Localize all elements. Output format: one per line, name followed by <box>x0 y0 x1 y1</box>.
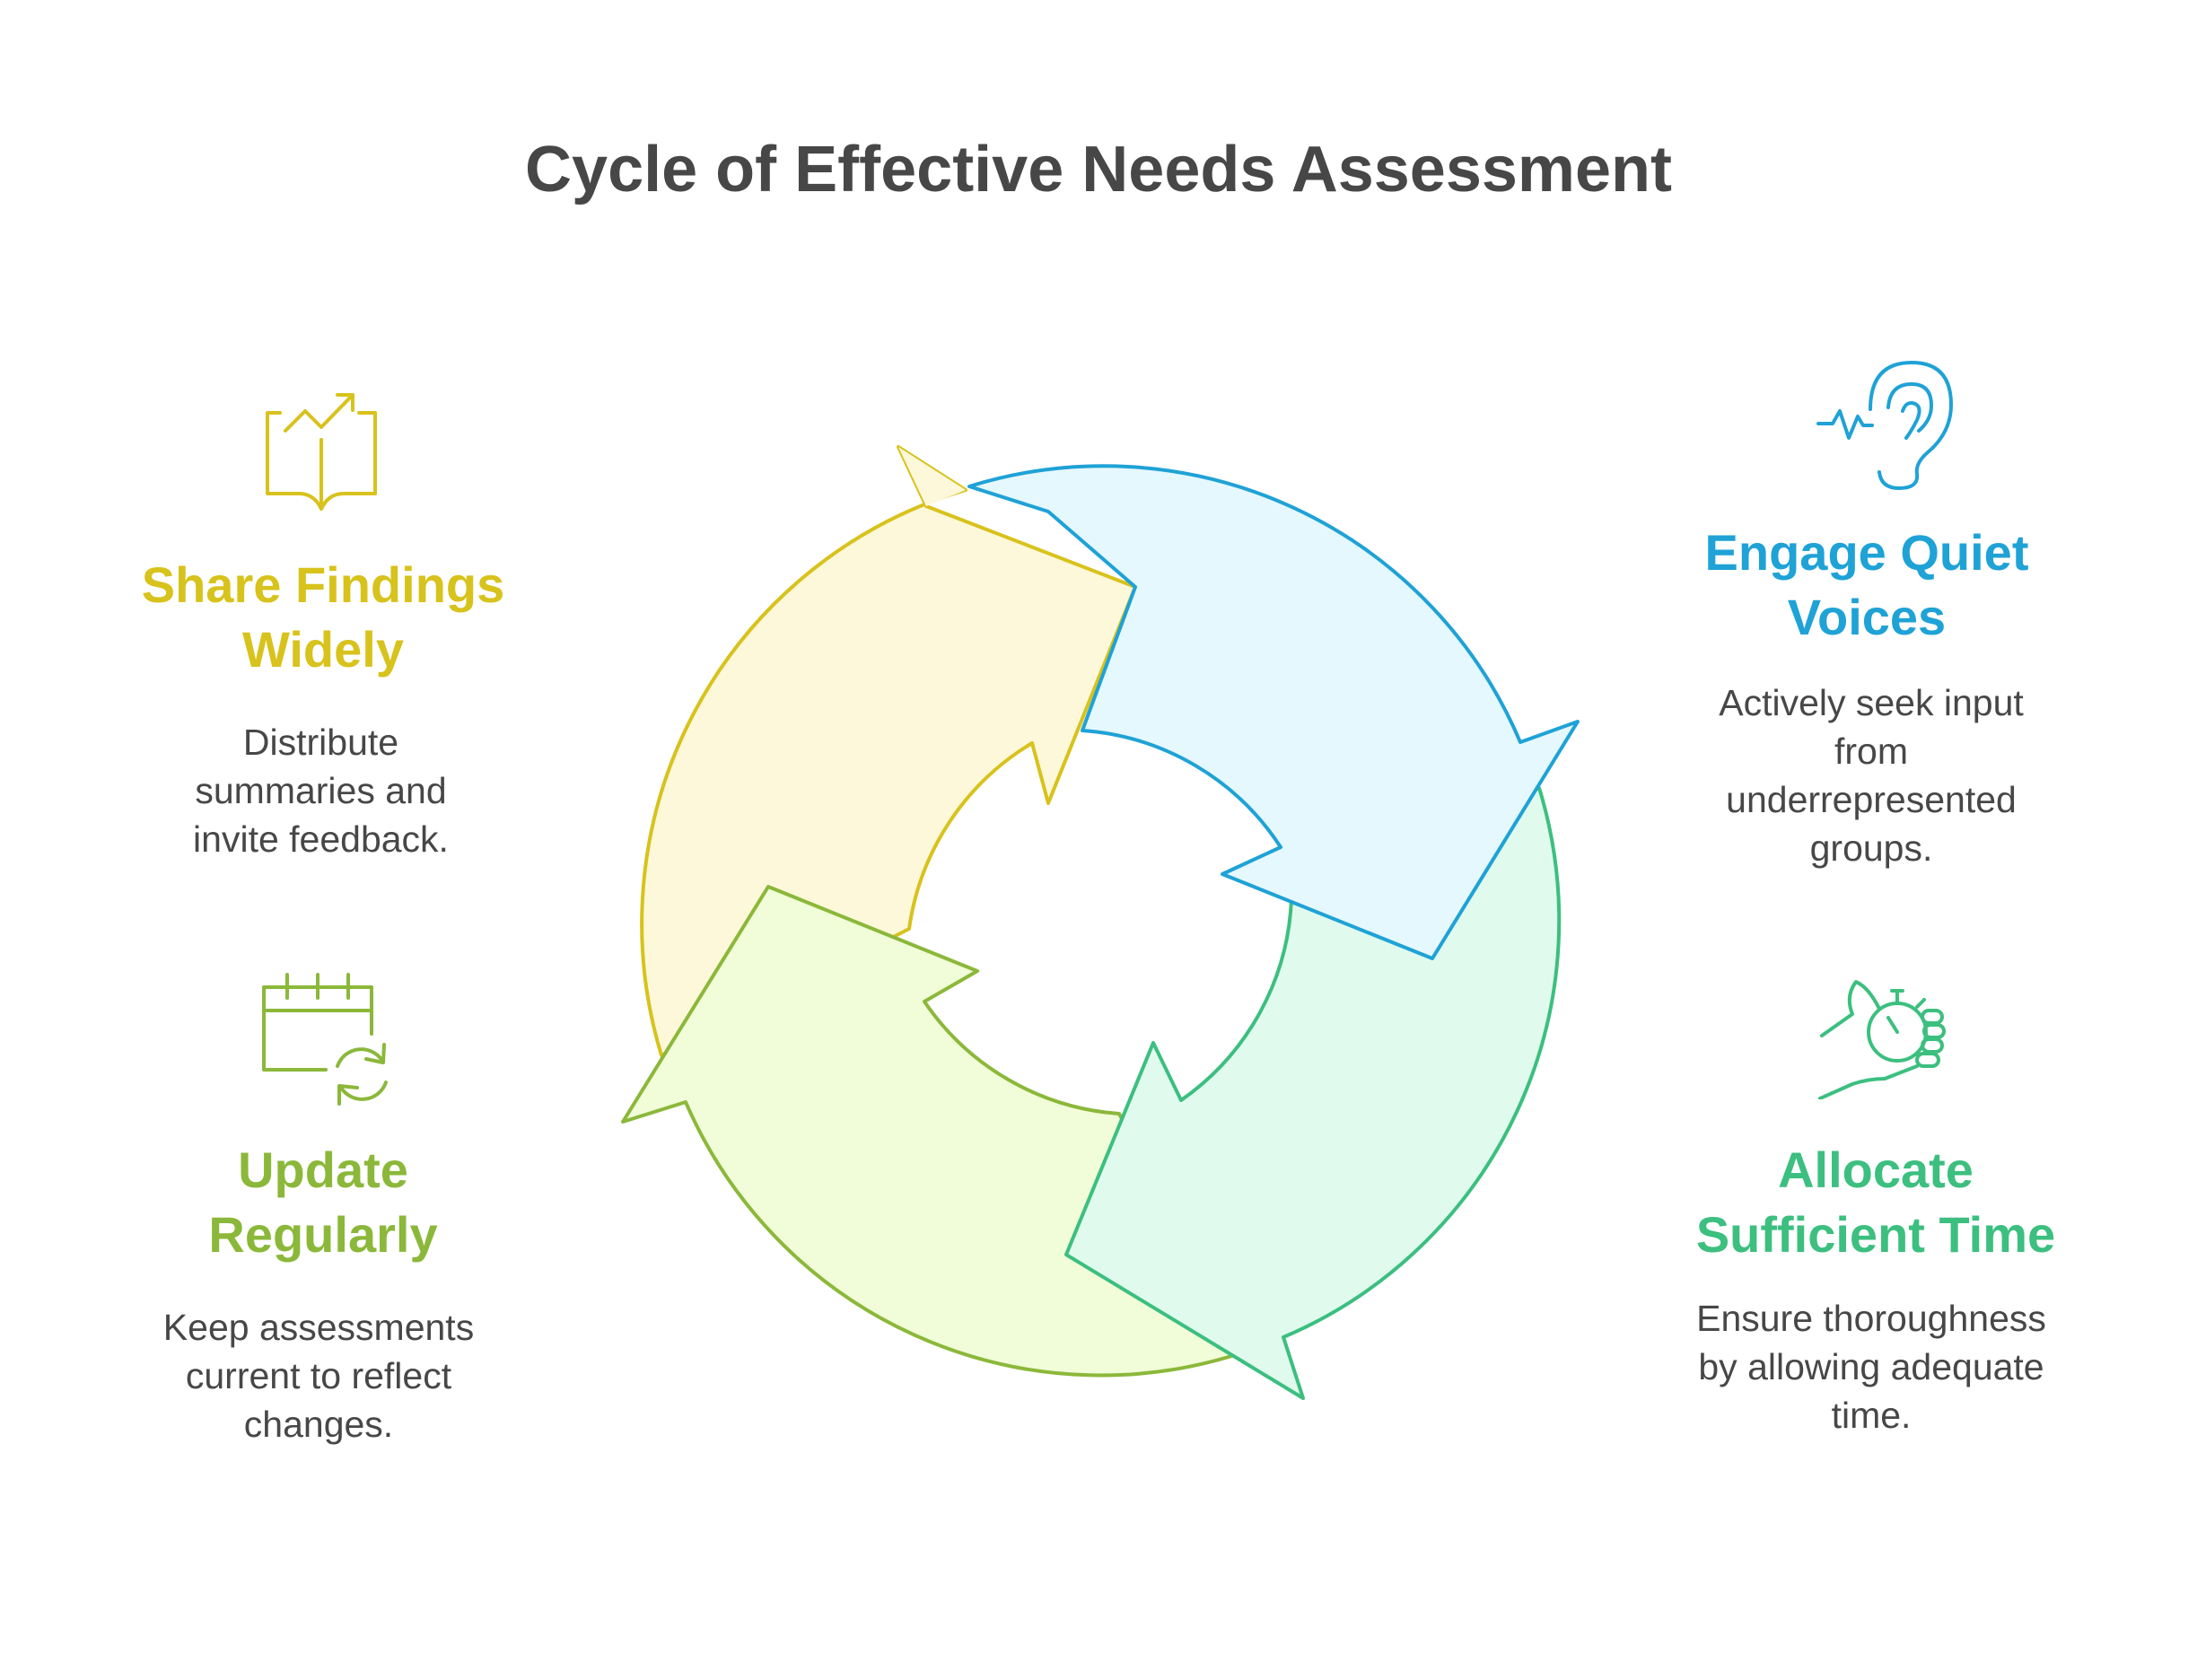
step-title-share: Share Findings Widely <box>141 556 505 678</box>
calendar-refresh-icon <box>258 971 393 1106</box>
book-trend-up-icon <box>258 388 384 518</box>
step-desc-share: Distribute summaries and invite feedback… <box>193 722 449 860</box>
cycle-arrow-share-head <box>898 447 966 506</box>
step-desc-engage: Actively seek input from underrepresente… <box>1719 682 2024 869</box>
step-desc-update: Keep assessments current to reflect chan… <box>162 1307 475 1445</box>
step-title-engage: Engage Quiet Voices <box>1704 524 2029 645</box>
step-title-update: Update Regularly <box>208 1142 438 1263</box>
cycle-arrow-engage <box>967 464 1580 960</box>
diagram-title: Cycle of Effective Needs Assessment <box>525 134 1672 206</box>
hand-stopwatch-icon <box>1816 978 1951 1100</box>
step-title-allocate: Allocate Sufficient Time <box>1695 1142 2056 1263</box>
step-desc-allocate: Ensure thoroughness by allowing adequate… <box>1696 1298 2046 1436</box>
ear-listening-icon <box>1816 355 1956 490</box>
